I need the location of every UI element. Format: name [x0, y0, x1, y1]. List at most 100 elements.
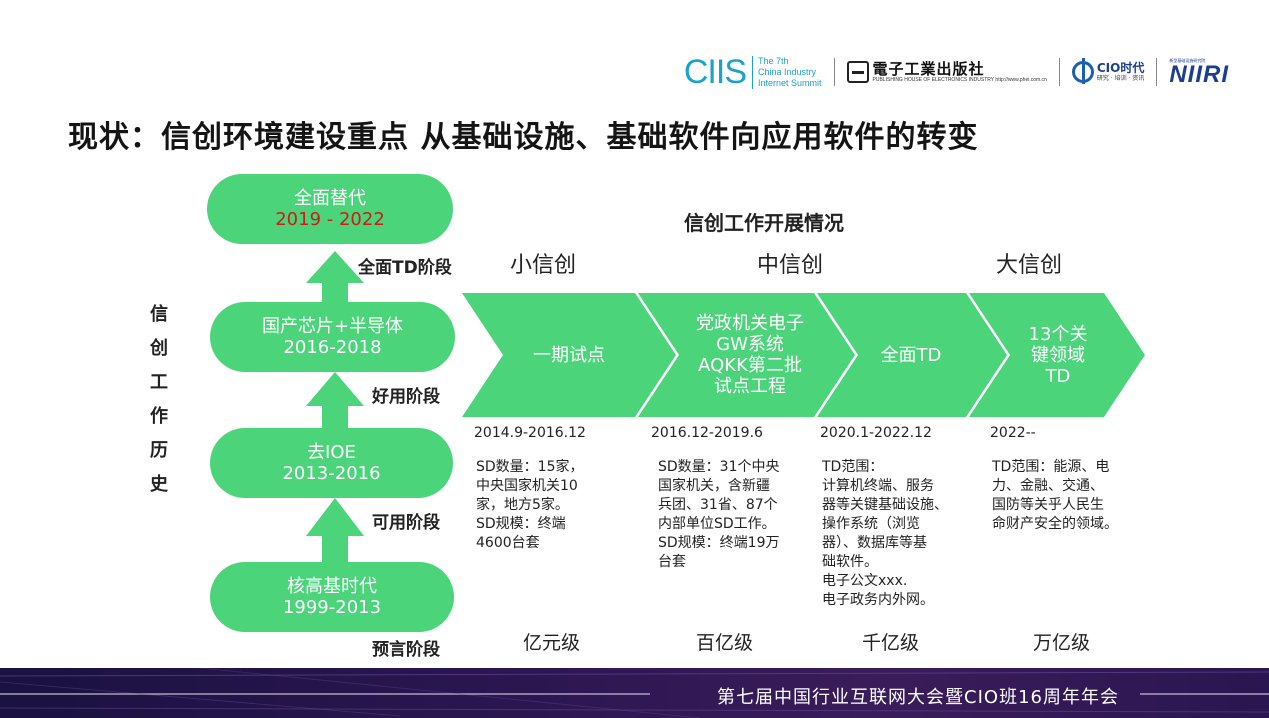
- description-line: 中央国家机关10: [476, 478, 578, 494]
- description-line: SD规模：终端: [476, 516, 566, 532]
- logo-divider: [1156, 58, 1158, 86]
- ciis-line-3: Internet Summit: [758, 77, 822, 88]
- market-scale: 亿元级: [523, 632, 581, 654]
- chevron-label: 党政机关电子 GW系统 AQKK第二批 试点工程: [696, 313, 804, 397]
- ciis-line-2: China Industry: [758, 66, 817, 77]
- era-pill-hgj: 核高基时代 1999-2013: [210, 562, 454, 632]
- ciis-line-1: The 7th: [758, 55, 789, 66]
- phase-date: 2014.9-2016.12: [474, 425, 586, 441]
- description-line: SD规模：终端19万: [658, 535, 780, 551]
- phase-description: SD数量：31个中央 国家机关，含新疆 兵团、31省、87个 内部单位SD工作。…: [658, 458, 808, 572]
- era-name: 国产芯片+半导体: [261, 316, 404, 337]
- description-line: 力、金融、交通、: [992, 478, 1104, 494]
- era-years: 1999-2013: [282, 597, 382, 618]
- chevron-label: 全面TD: [880, 344, 942, 366]
- footer-event-name: 第七届中国行业互联网大会暨CIO班16周年年会: [717, 687, 1119, 708]
- phase-description: SD数量：15家， 中央国家机关10 家，地方5家。 SD规模：终端 4600台…: [476, 458, 616, 553]
- description-line: 台套: [658, 554, 686, 570]
- era-pill-de-ioe: 去IOE 2013-2016: [210, 428, 453, 498]
- stage-label: 好用阶段: [372, 387, 440, 407]
- description-line: 操作系统（浏览: [822, 516, 920, 532]
- cio-tagline: 研究 · 培训 · 资讯: [1096, 75, 1145, 82]
- description-line: 器）、数据库等基: [822, 535, 927, 551]
- chevron-label: 13个关 键领域 TD: [1028, 323, 1088, 387]
- description-line: 国家机关，含新疆: [658, 478, 770, 494]
- era-years: 2013-2016: [282, 463, 381, 484]
- description-line: 电子政务内外网。: [822, 592, 934, 608]
- phase-date: 2022--: [990, 425, 1036, 441]
- era-years: 2016-2018: [283, 337, 382, 358]
- description-line: TD范围：能源、电: [992, 459, 1110, 475]
- stage-label: 全面TD阶段: [358, 258, 452, 278]
- description-line: TD范围：: [822, 459, 884, 475]
- phei-english: PUBLISHING HOUSE OF ELECTRONICS INDUSTRY…: [872, 77, 1047, 83]
- history-char: 史: [150, 474, 168, 495]
- phei-emblem-icon: [846, 61, 869, 83]
- footer-decoration: [0, 668, 1269, 718]
- section-title: 信创工作开展情况: [684, 211, 844, 235]
- ciis-logo-mark: CIIS: [683, 53, 747, 91]
- phase-description: TD范围：能源、电 力、金融、交通、 国防等关乎人民生 命财产安全的领域。: [992, 458, 1142, 534]
- logo-bar: CIIS The 7th China Industry Internet Sum…: [684, 52, 1229, 92]
- description-line: 内部单位SD工作。: [658, 516, 776, 532]
- ciis-logo: CIIS The 7th China Industry Internet Sum…: [684, 55, 822, 89]
- cio-logo: CIO时代 研究 · 培训 · 资讯: [1071, 58, 1144, 84]
- cio-emblem-icon: [1071, 58, 1094, 84]
- era-name: 核高基时代: [287, 576, 377, 597]
- history-char: 历: [150, 440, 168, 461]
- phase-label: 大信创: [996, 253, 1063, 278]
- description-line: SD数量：31个中央: [658, 459, 780, 475]
- description-line: 4600台套: [476, 535, 540, 551]
- description-line: 础软件。: [822, 554, 878, 570]
- stage-label: 预言阶段: [372, 640, 440, 660]
- logo-divider: [833, 58, 835, 86]
- niiri-name: NIIRI: [1169, 60, 1229, 88]
- chevron-label: 一期试点: [533, 344, 605, 366]
- cio-name: CIO时代: [1096, 61, 1145, 75]
- description-line: 计算机终端、服务: [822, 478, 934, 494]
- era-name: 去IOE: [307, 442, 356, 463]
- market-scale: 千亿级: [862, 632, 920, 654]
- up-arrow-icon: [306, 372, 364, 430]
- cio-text: CIO时代 研究 · 培训 · 资讯: [1097, 61, 1144, 83]
- description-line: 兵团、31省、87个: [658, 497, 778, 513]
- niiri-logo: 新型基础设施研究院 NIIRI: [1169, 58, 1229, 87]
- chevron-shape: [638, 293, 855, 417]
- chevron-timeline: [462, 293, 1145, 417]
- description-line: 器等关键基础设施、: [822, 497, 948, 513]
- phase-label: 小信创: [510, 253, 577, 278]
- era-pill-chips: 国产芯片+半导体 2016-2018: [210, 302, 455, 372]
- ciis-logo-subtitle: The 7th China Industry Internet Summit: [752, 55, 822, 89]
- phei-text: 電子工業出版社 PUBLISHING HOUSE OF ELECTRONICS …: [873, 61, 1047, 83]
- niiri-tagline: 新型基础设施研究院: [1169, 57, 1206, 63]
- era-pill-full-replacement: 全面替代 2019 - 2022: [207, 174, 453, 244]
- description-line: 命财产安全的领域。: [992, 516, 1118, 532]
- market-scale: 万亿级: [1033, 632, 1091, 654]
- chevron-shape: [817, 293, 1007, 417]
- history-char: 创: [150, 338, 168, 359]
- up-arrow-icon: [306, 498, 364, 564]
- history-char: 信: [150, 304, 168, 325]
- up-arrow-icon: [306, 251, 364, 305]
- phei-name: 電子工業出版社: [872, 60, 985, 78]
- slide-title: 现状：信创环境建设重点 从基础设施、基础软件向应用软件的转变: [68, 120, 979, 155]
- phei-logo: 電子工業出版社 PUBLISHING HOUSE OF ELECTRONICS …: [846, 61, 1047, 83]
- description-line: 国防等关乎人民生: [992, 497, 1104, 513]
- chevron-shape: [462, 293, 676, 417]
- history-vertical-label: 信 创 工 作 历 史: [148, 298, 170, 502]
- phase-description: TD范围： 计算机终端、服务 器等关键基础设施、 操作系统（浏览 器）、数据库等…: [822, 458, 972, 610]
- era-name: 全面替代: [294, 188, 366, 209]
- market-scale: 百亿级: [696, 632, 754, 654]
- chevron-shape: [969, 293, 1145, 417]
- stage-label: 可用阶段: [372, 513, 440, 533]
- phase-label: 中信创: [757, 253, 824, 278]
- phase-date: 2020.1-2022.12: [820, 425, 932, 441]
- era-years: 2019 - 2022: [275, 209, 385, 230]
- description-line: SD数量：15家，: [476, 459, 584, 475]
- logo-divider: [1058, 58, 1060, 86]
- description-line: 家，地方5家。: [476, 497, 569, 513]
- history-char: 工: [150, 372, 168, 393]
- phase-date: 2016.12-2019.6: [651, 425, 763, 441]
- history-char: 作: [150, 406, 168, 427]
- footer-banner: 第七届中国行业互联网大会暨CIO班16周年年会: [0, 668, 1269, 718]
